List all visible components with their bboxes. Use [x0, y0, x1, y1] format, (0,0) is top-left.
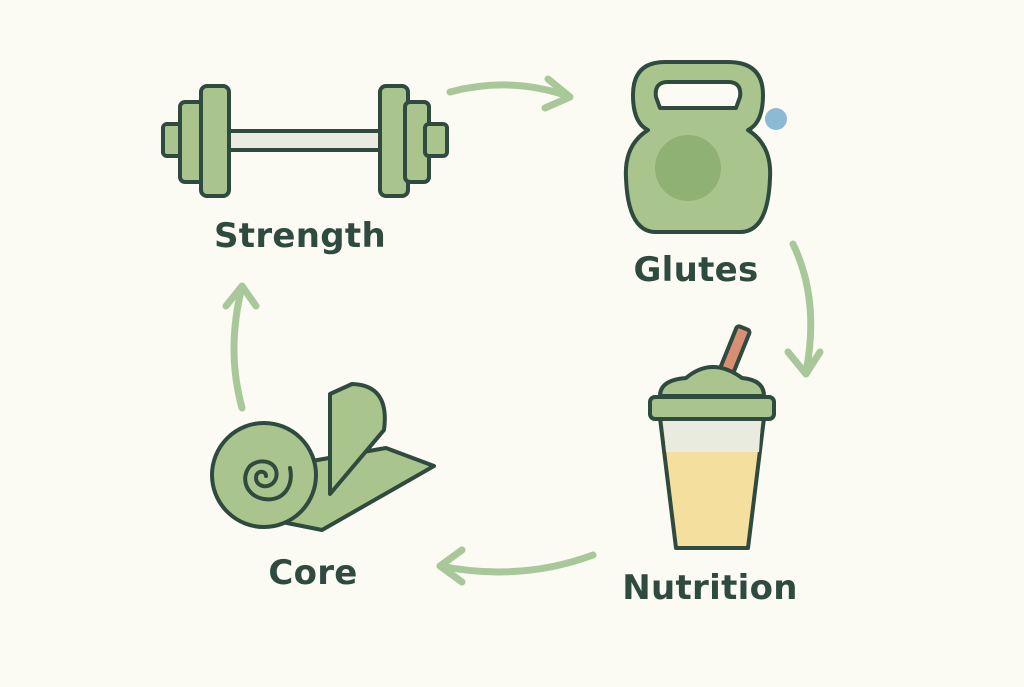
- arrow-glutes-to-nutrition: [784, 240, 824, 378]
- arrow-strength-to-glutes: [446, 75, 574, 112]
- stage-label-nutrition: Nutrition: [622, 568, 798, 608]
- stage-label-glutes: Glutes: [633, 250, 759, 290]
- yoga-mat-icon: [210, 382, 436, 532]
- shaker-cup-icon: [648, 324, 776, 550]
- flow-arrows: [222, 75, 824, 586]
- barbell-icon: [161, 84, 449, 198]
- arrow-nutrition-to-core: [436, 546, 597, 586]
- stage-label-core: Core: [268, 553, 358, 593]
- stage-label-strength: Strength: [214, 216, 386, 256]
- accent-dot: [765, 108, 787, 130]
- kettlebell-icon: [623, 60, 773, 234]
- arrow-core-to-strength: [222, 282, 260, 412]
